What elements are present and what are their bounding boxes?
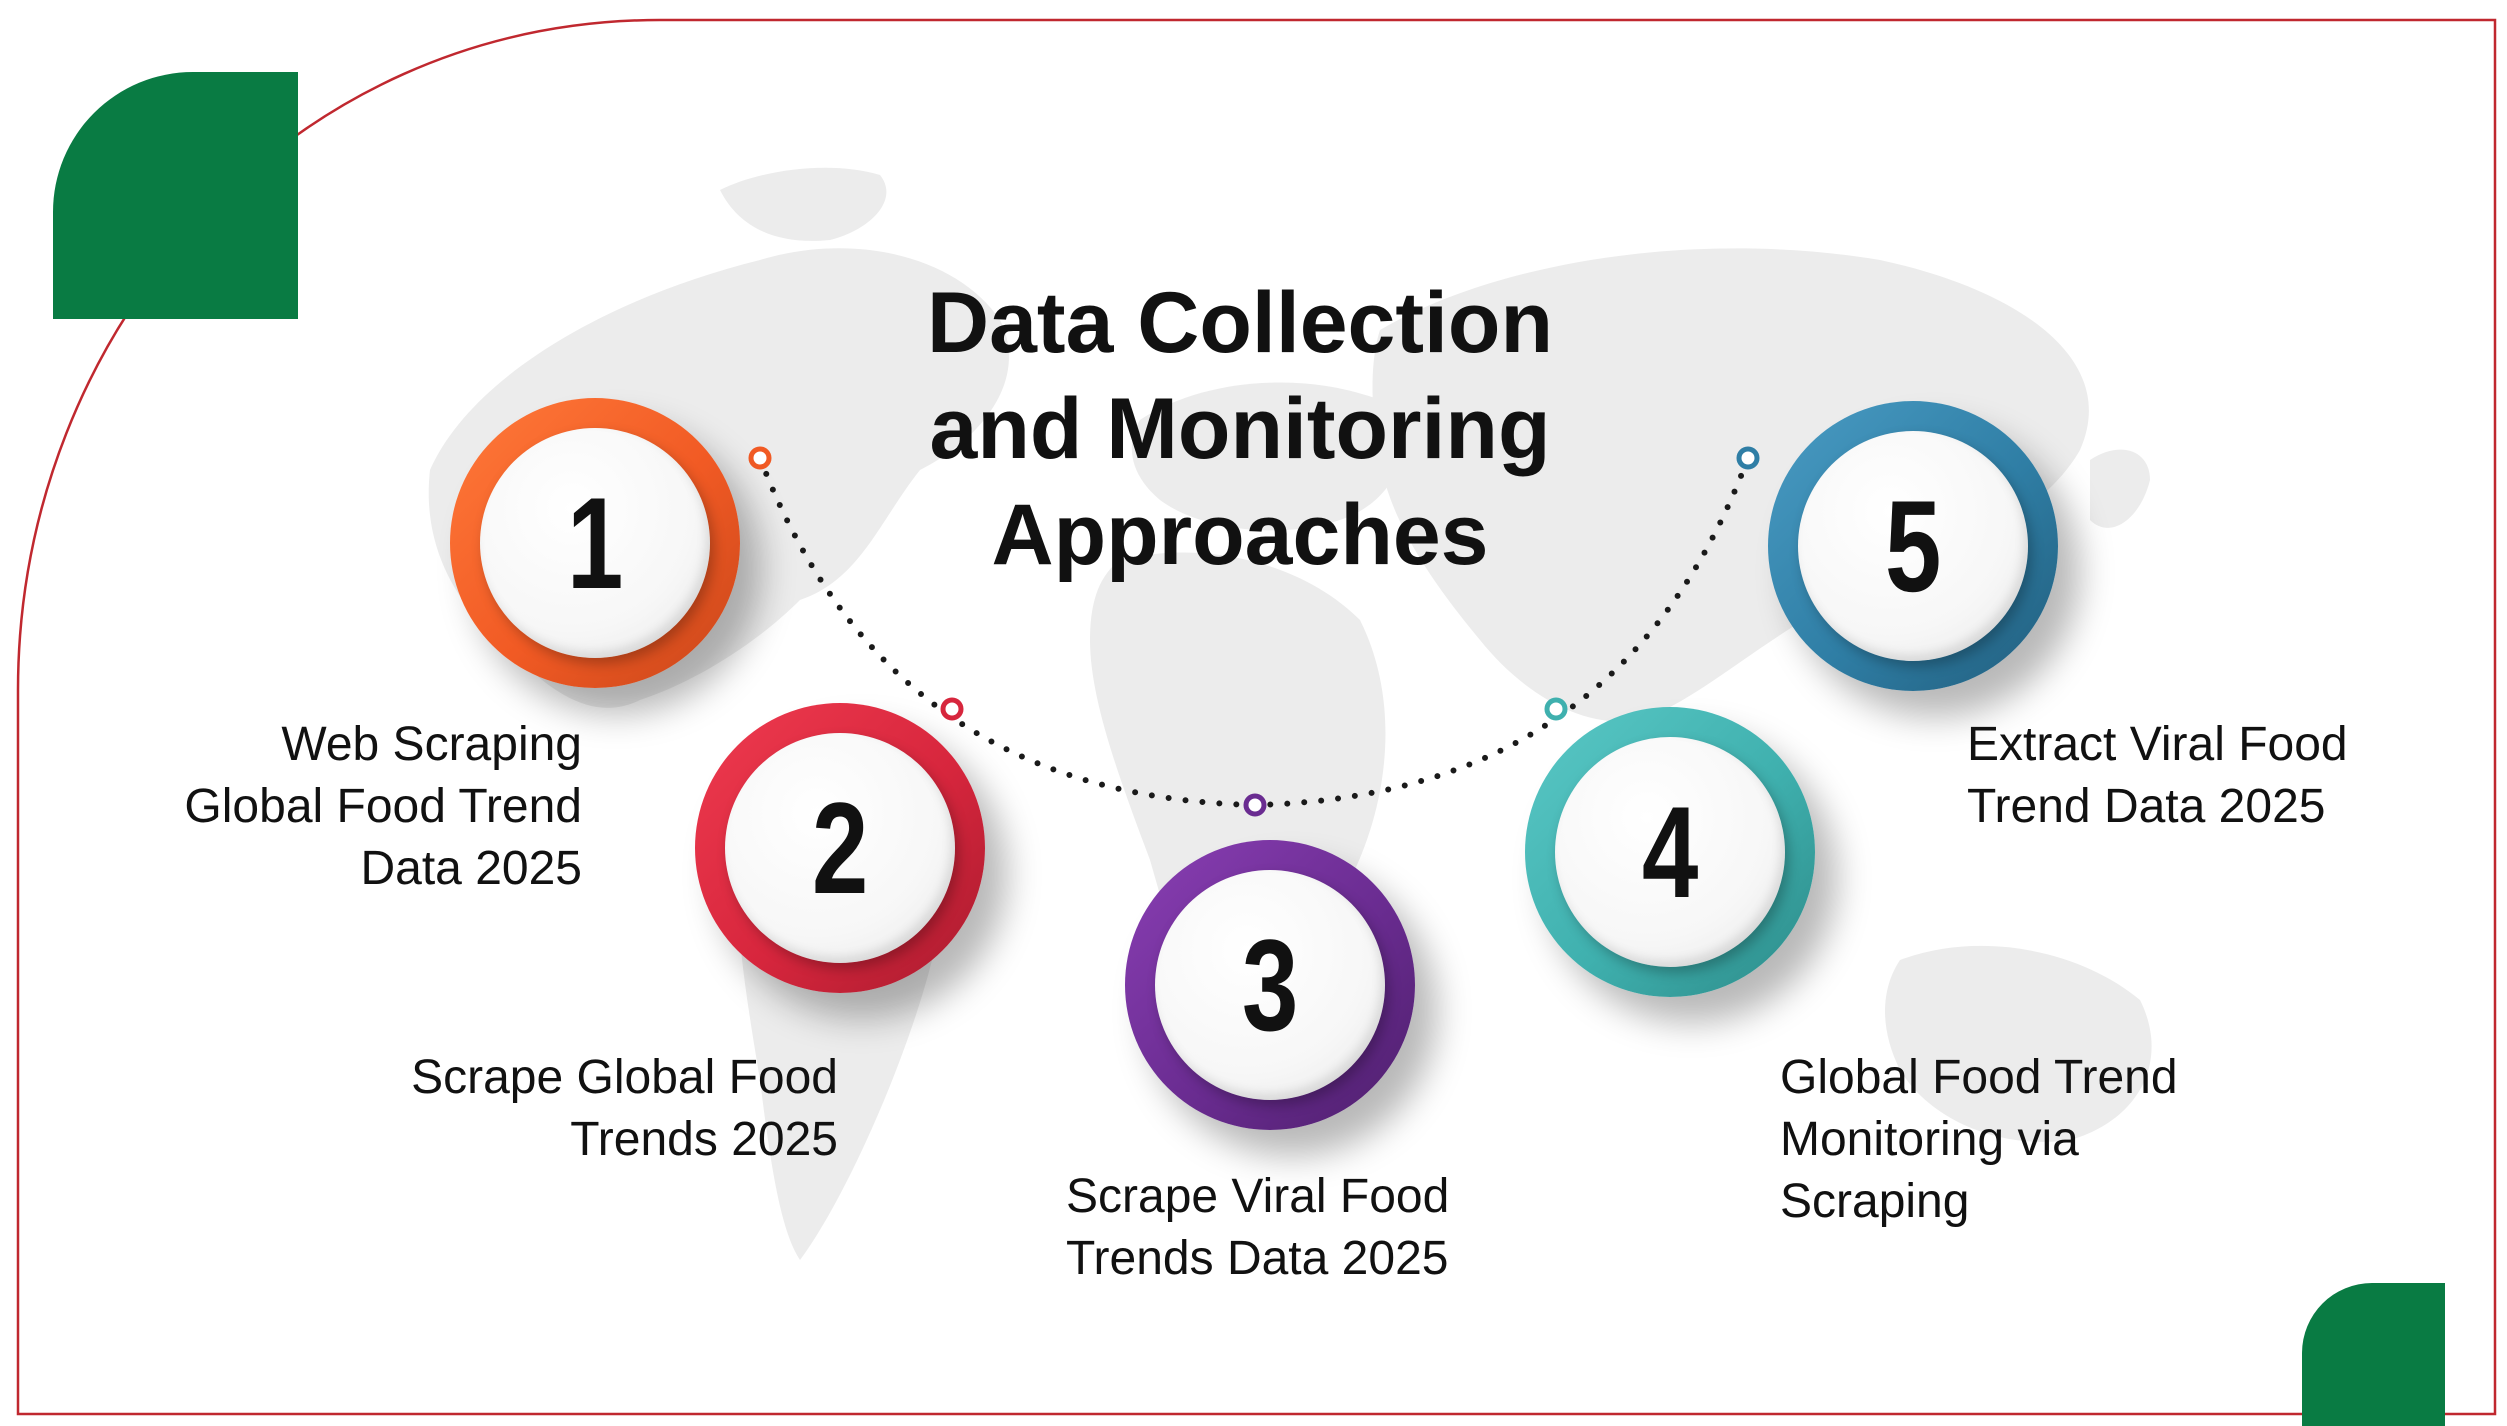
step-2-disc: 2 bbox=[725, 733, 955, 963]
diagram-title: Data Collection and Monitoring Approache… bbox=[927, 275, 1553, 583]
step-1-number: 1 bbox=[566, 470, 624, 616]
step-5-circle: 5 bbox=[1768, 401, 2068, 701]
green-corner-block-top-left bbox=[53, 72, 298, 319]
step-1-disc: 1 bbox=[480, 428, 710, 658]
arc-marker-1 bbox=[748, 446, 772, 470]
step-4-disc: 4 bbox=[1555, 737, 1785, 967]
step-2-label: Scrape Global Food Trends 2025 bbox=[411, 1051, 838, 1166]
arc-marker-3 bbox=[1243, 793, 1267, 817]
green-corner-block-bottom-right bbox=[2302, 1283, 2445, 1426]
step-3-disc: 3 bbox=[1155, 870, 1385, 1100]
step-4-label: Global Food Trend Monitoring via Scrapin… bbox=[1780, 1051, 2178, 1228]
step-1-label: Web Scraping Global Food Trend Data 2025 bbox=[184, 718, 582, 895]
step-2-number: 2 bbox=[811, 775, 869, 921]
step-3-circle: 3 bbox=[1125, 840, 1425, 1140]
step-5-number: 5 bbox=[1884, 473, 1942, 619]
step-4-circle: 4 bbox=[1525, 707, 1825, 1007]
step-3-number: 3 bbox=[1241, 912, 1299, 1058]
step-3-label: Scrape Viral Food Trends Data 2025 bbox=[1066, 1170, 1450, 1285]
step-1-circle: 1 bbox=[450, 398, 750, 698]
arc-marker-5 bbox=[1736, 446, 1760, 470]
arc-marker-2 bbox=[940, 697, 964, 721]
arc-marker-4 bbox=[1544, 697, 1568, 721]
step-2-circle: 2 bbox=[695, 703, 995, 1003]
step-5-disc: 5 bbox=[1798, 431, 2028, 661]
step-5-label: Extract Viral Food Trend Data 2025 bbox=[1967, 718, 2348, 833]
step-4-number: 4 bbox=[1641, 779, 1699, 925]
